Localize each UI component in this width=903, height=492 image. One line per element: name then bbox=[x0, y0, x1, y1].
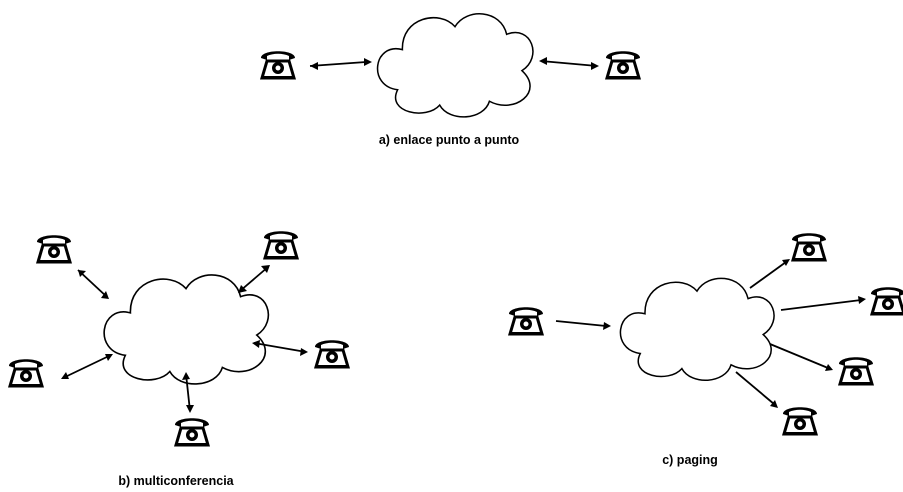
telephone-icon bbox=[781, 405, 819, 437]
arrowhead bbox=[61, 372, 69, 379]
telephone-icon bbox=[507, 305, 545, 337]
arrowhead bbox=[364, 58, 372, 66]
arrowhead bbox=[858, 296, 866, 304]
arrow bbox=[309, 61, 367, 67]
arrow bbox=[62, 354, 112, 379]
arrowhead bbox=[591, 62, 599, 70]
arrowhead bbox=[603, 322, 611, 330]
arrow bbox=[555, 320, 607, 327]
telephone-icon bbox=[259, 49, 297, 81]
arrowhead bbox=[101, 291, 109, 299]
caption-multiconference: b) multiconferencia bbox=[118, 474, 234, 488]
arrowhead bbox=[238, 285, 247, 293]
arrowhead bbox=[261, 265, 270, 273]
telephone-icon bbox=[313, 338, 351, 370]
point-to-point-diagram: a) enlace punto a punto bbox=[259, 12, 642, 147]
arrowhead bbox=[78, 270, 86, 277]
arrow bbox=[769, 343, 829, 369]
cloud-network-icon bbox=[376, 12, 534, 118]
caption-point-to-point: a) enlace punto a punto bbox=[379, 133, 520, 147]
arrow bbox=[780, 299, 862, 311]
arrow bbox=[735, 371, 775, 405]
paging-diagram: c) paging bbox=[507, 231, 903, 467]
telephone-icon bbox=[173, 416, 211, 448]
telephone-icon bbox=[262, 229, 300, 261]
telephone-icon bbox=[837, 355, 875, 387]
arrowhead bbox=[770, 400, 778, 408]
telephone-icon bbox=[604, 49, 642, 81]
arrowhead bbox=[186, 405, 194, 413]
telephone-icon bbox=[7, 357, 45, 389]
arrow bbox=[749, 261, 787, 289]
arrowhead bbox=[782, 259, 790, 266]
cloud-network-icon bbox=[619, 277, 775, 382]
arrow bbox=[540, 60, 598, 67]
arrowhead bbox=[252, 340, 260, 348]
arrowhead bbox=[539, 57, 547, 65]
multiconference-diagram: b) multiconferencia bbox=[7, 229, 351, 488]
arrow bbox=[253, 342, 307, 353]
arrowhead bbox=[310, 62, 318, 70]
arrow bbox=[185, 373, 191, 412]
telephone-icon bbox=[35, 233, 73, 265]
arrowhead bbox=[182, 372, 190, 380]
arrowhead bbox=[105, 354, 113, 361]
arrowhead bbox=[300, 348, 308, 356]
arrow bbox=[239, 266, 269, 292]
telephone-icon bbox=[790, 231, 828, 263]
telephone-icon bbox=[869, 285, 903, 317]
caption-paging: c) paging bbox=[662, 453, 718, 467]
arrowhead bbox=[825, 364, 833, 371]
arrow bbox=[77, 269, 108, 298]
